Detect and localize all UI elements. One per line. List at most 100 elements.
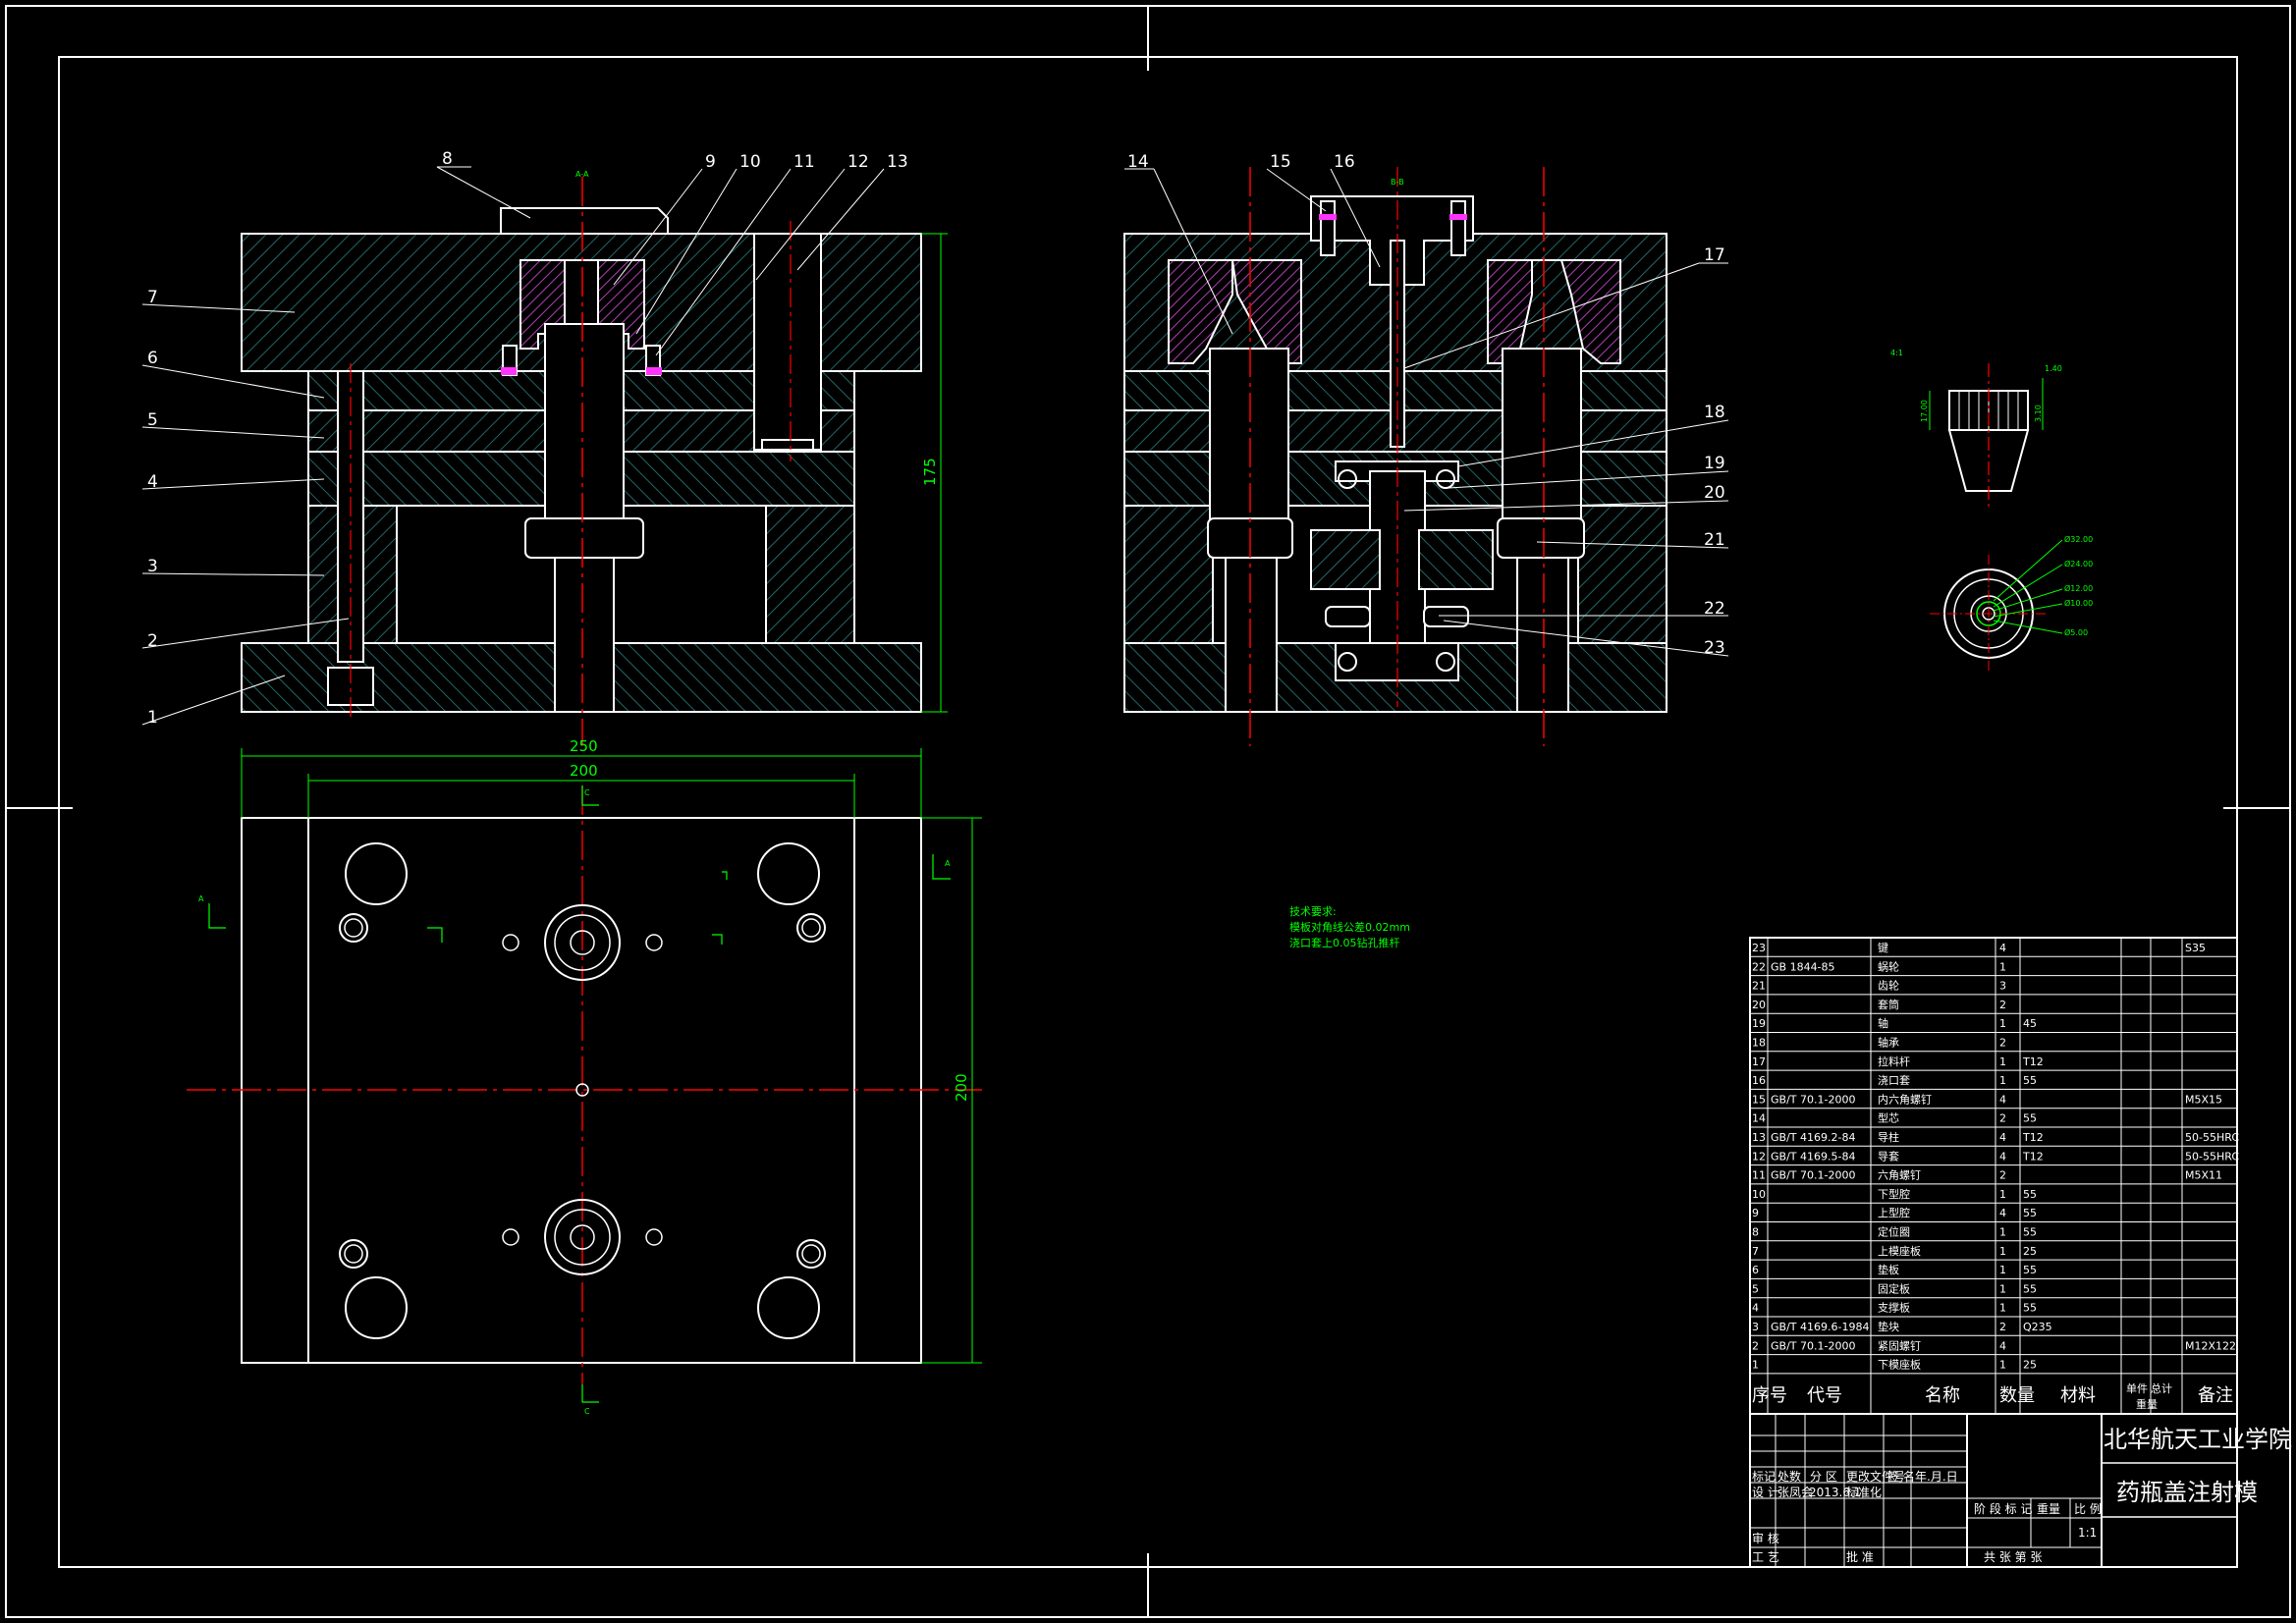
bom-cell-name: 套筒 xyxy=(1878,998,1899,1011)
bom-cell-no: 11 xyxy=(1752,1169,1766,1182)
bom-cell-name: 齿轮 xyxy=(1878,979,1899,993)
dim-product-height: 17.00 xyxy=(1920,400,1929,422)
bom-cell-qty: 2 xyxy=(1999,1321,2006,1333)
bom-cell-qty: 1 xyxy=(1999,1188,2006,1201)
tb-date: 2013.6.1 xyxy=(1809,1486,1861,1499)
bom-cell-no: 17 xyxy=(1752,1055,1766,1068)
bom-cell-qty: 3 xyxy=(1999,980,2006,993)
dim-200-v: 200 xyxy=(953,1073,970,1102)
plan-view: A A C C xyxy=(187,785,982,1416)
bom-cell-qty: 2 xyxy=(1999,1112,2006,1125)
bom-cell-remark: M5X15 xyxy=(2185,1093,2222,1106)
dim-175: 175 xyxy=(921,458,939,486)
bom-cell-no: 3 xyxy=(1752,1321,1759,1333)
tb-stage-label: 阶 段 标 记 xyxy=(1974,1501,2032,1516)
tb-scale-label: 比 例 xyxy=(2074,1502,2102,1516)
bom-header-qty: 数量 xyxy=(1999,1385,2035,1406)
tb-drawing-title: 药瓶盖注射模 xyxy=(2116,1479,2258,1506)
bom-cell-no: 21 xyxy=(1752,980,1766,993)
label-18: 18 xyxy=(1704,403,1725,422)
section-mark-side: B-B xyxy=(1391,178,1404,187)
label-4: 4 xyxy=(147,472,158,492)
label-23: 23 xyxy=(1704,638,1725,658)
label-12: 12 xyxy=(847,152,869,172)
bom-cell-code: GB/T 70.1-2000 xyxy=(1771,1339,1855,1352)
label-10: 10 xyxy=(739,152,761,172)
bom-cell-name: 型芯 xyxy=(1878,1111,1899,1125)
bom-cell-qty: 1 xyxy=(1999,1074,2006,1087)
bom-cell-qty: 1 xyxy=(1999,960,2006,973)
section-mark-a-right: A xyxy=(945,859,951,868)
bom-cell-material: 55 xyxy=(2023,1207,2037,1219)
bom-header-material: 材料 xyxy=(2060,1385,2096,1406)
bom-header-unit: 单件 xyxy=(2126,1382,2148,1395)
bom-cell-qty: 1 xyxy=(1999,1359,2006,1372)
bom-cell-no: 13 xyxy=(1752,1131,1766,1144)
bom-cell-material: 55 xyxy=(2023,1188,2037,1201)
bom-cell-no: 19 xyxy=(1752,1017,1766,1030)
tb-design-label: 设 计 xyxy=(1752,1486,1779,1499)
label-19: 19 xyxy=(1704,454,1725,473)
bom-cell-name: 支撑板 xyxy=(1878,1301,1910,1315)
title-block: 北华航天工业学院 药瓶盖注射模 标记 处数 分 区 更改文件号 签 名 年.月.… xyxy=(1749,1413,2292,1568)
tech-note-line2: 浇口套上0.05钻孔推杆 xyxy=(1289,936,1400,949)
bom-header-code: 代号 xyxy=(1807,1385,1842,1406)
bom-cell-no: 1 xyxy=(1752,1359,1759,1372)
bom-cell-name: 定位圈 xyxy=(1878,1225,1910,1239)
bom-cell-remark: M12X122 xyxy=(2185,1339,2236,1352)
product-scale: 4:1 xyxy=(1890,349,1903,357)
label-9: 9 xyxy=(705,152,716,172)
bom-cell-qty: 1 xyxy=(1999,1245,2006,1258)
tb-designer: 张凤会 xyxy=(1777,1486,1813,1499)
bom-cell-qty: 2 xyxy=(1999,1169,2006,1182)
bom-cell-remark: 50-55HRC xyxy=(2185,1150,2239,1163)
tb-sheets: 共 张 第 张 xyxy=(1984,1550,2042,1564)
bom-cell-qty: 1 xyxy=(1999,1264,2006,1276)
bom-cell-material: T12 xyxy=(2022,1150,2044,1163)
tb-review-label: 审 核 xyxy=(1752,1531,1779,1545)
bom-cell-material: 45 xyxy=(2023,1017,2037,1030)
tb-rev-file: 更改文件号 xyxy=(1846,1469,1905,1484)
dim-d12: Ø12.00 xyxy=(2064,583,2093,593)
bom-cell-material: 55 xyxy=(2023,1282,2037,1295)
bom-cell-name: 六角螺钉 xyxy=(1878,1169,1921,1182)
bom-cell-code: GB/T 70.1-2000 xyxy=(1771,1169,1855,1182)
bom-cell-material: 55 xyxy=(2023,1226,2037,1239)
bom-cell-remark: 50-55HRC xyxy=(2185,1131,2239,1144)
label-11: 11 xyxy=(793,152,815,172)
bom-cell-no: 12 xyxy=(1752,1150,1766,1163)
section-mark-c-top: C xyxy=(584,788,590,797)
label-7: 7 xyxy=(147,288,158,307)
bom-cell-name: 导柱 xyxy=(1878,1130,1899,1144)
bom-cell-qty: 1 xyxy=(1999,1055,2006,1068)
bom-cell-no: 6 xyxy=(1752,1264,1759,1276)
bom-cell-material: 55 xyxy=(2023,1302,2037,1315)
label-5: 5 xyxy=(147,410,158,430)
tech-note-line1: 模板对角线公差0.02mm xyxy=(1289,920,1410,934)
bom-cell-remark: M5X11 xyxy=(2185,1169,2222,1182)
dim-d10: Ø10.00 xyxy=(2064,598,2093,608)
section-mark-top: A-A xyxy=(575,170,589,179)
label-13: 13 xyxy=(887,152,908,172)
bom-cell-no: 23 xyxy=(1752,942,1766,954)
bom-cell-qty: 4 xyxy=(1999,1131,2006,1144)
label-14: 14 xyxy=(1127,152,1149,172)
dim-d24: Ø24.00 xyxy=(2064,559,2093,568)
tb-rev-zone: 分 区 xyxy=(1810,1470,1837,1484)
label-6: 6 xyxy=(147,349,158,368)
label-15: 15 xyxy=(1270,152,1291,172)
bom-cell-code: GB/T 70.1-2000 xyxy=(1771,1093,1855,1106)
tb-school: 北华航天工业学院 xyxy=(2104,1426,2292,1453)
bom-grid xyxy=(1750,937,2237,1414)
bom-cell-name: 上型腔 xyxy=(1878,1206,1910,1219)
bom-cell-material: T12 xyxy=(2022,1055,2044,1068)
bom-cell-qty: 2 xyxy=(1999,999,2006,1011)
bom-cell-name: 键 xyxy=(1878,941,1888,954)
bom-cell-qty: 4 xyxy=(1999,942,2006,954)
bom-header-weight: 重量 xyxy=(2136,1397,2158,1411)
bom-cell-code: GB/T 4169.2-84 xyxy=(1771,1131,1855,1144)
bom-cell-no: 18 xyxy=(1752,1037,1766,1050)
tb-rev-date: 年.月.日 xyxy=(1915,1470,1958,1484)
